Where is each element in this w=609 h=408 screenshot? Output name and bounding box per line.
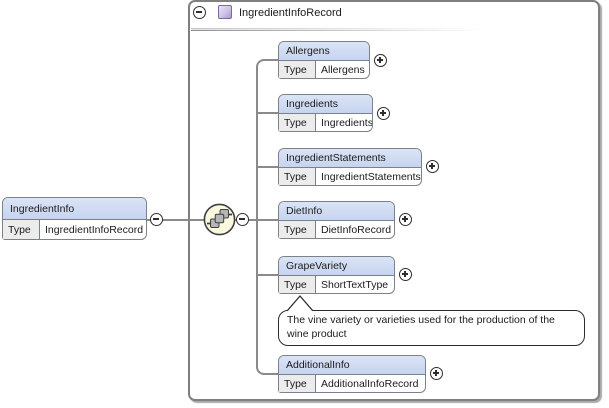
type-value: Ingredients <box>321 116 372 129</box>
element-name: GrapeVariety <box>279 257 394 276</box>
expand-toggle[interactable] <box>430 367 443 380</box>
element-name: Allergens <box>279 42 369 61</box>
expand-toggle[interactable] <box>374 54 387 67</box>
type-label: Type <box>279 276 316 293</box>
connector-corner <box>256 59 268 71</box>
element-box-dietinfo[interactable]: DietInfo Type DietInfoRecord <box>278 201 395 239</box>
connector-spine <box>256 69 258 365</box>
sequence-compositor[interactable] <box>203 203 236 236</box>
element-name: AdditionalInfo <box>279 356 425 375</box>
type-value: ShortTextType <box>321 278 389 291</box>
element-box-ingredientstatements[interactable]: IngredientStatements Type IngredientStat… <box>278 148 422 186</box>
connector-corner <box>256 363 268 375</box>
annotation-callout: The vine variety or varieties used for t… <box>278 310 585 346</box>
complex-type-icon <box>218 5 232 19</box>
element-name: IngredientStatements <box>279 149 421 168</box>
connector-line <box>266 373 278 375</box>
type-value: Allergens <box>321 63 365 76</box>
expand-toggle[interactable] <box>399 213 412 226</box>
collapse-toggle[interactable] <box>150 213 163 226</box>
record-title: IngredientInfoRecord <box>239 7 342 19</box>
element-box-allergens[interactable]: Allergens Type Allergens <box>278 41 370 79</box>
type-label: Type <box>279 375 316 392</box>
record-collapse-toggle[interactable] <box>193 6 206 19</box>
connector-line <box>146 219 204 221</box>
type-value: IngredientInfoRecord <box>45 223 144 236</box>
element-name: DietInfo <box>279 202 394 221</box>
connector-line <box>257 166 278 168</box>
minus-icon <box>239 218 246 220</box>
callout-pointer-icon <box>286 295 314 311</box>
element-name: IngredientInfo <box>3 198 146 220</box>
type-label: Type <box>279 221 316 238</box>
expand-toggle[interactable] <box>426 160 439 173</box>
element-box-ingredientinfo[interactable]: IngredientInfo Type IngredientInfoRecord <box>2 197 147 240</box>
element-name: Ingredients <box>279 95 372 114</box>
annotation-text: The vine variety or varieties used for t… <box>287 314 555 340</box>
minus-icon <box>196 11 203 13</box>
element-box-grapevariety[interactable]: GrapeVariety Type ShortTextType <box>278 256 395 294</box>
type-label: Type <box>279 114 316 131</box>
type-value: AdditionalInfoRecord <box>321 377 419 390</box>
connector-line <box>257 112 278 114</box>
type-label: Type <box>3 220 40 239</box>
expand-toggle[interactable] <box>399 268 412 281</box>
type-label: Type <box>279 168 316 185</box>
expand-toggle[interactable] <box>377 107 390 120</box>
connector-line <box>257 274 278 276</box>
type-value: IngredientStatements <box>321 170 421 183</box>
element-box-additionalinfo[interactable]: AdditionalInfo Type AdditionalInfoRecord <box>278 355 426 393</box>
type-value: DietInfoRecord <box>321 223 392 236</box>
sequence-icon <box>203 203 236 236</box>
type-label: Type <box>279 61 316 78</box>
collapse-toggle[interactable] <box>236 213 249 226</box>
record-header-divider <box>191 28 507 31</box>
minus-icon <box>153 218 160 220</box>
element-box-ingredients[interactable]: Ingredients Type Ingredients <box>278 94 373 132</box>
connector-line <box>266 59 278 61</box>
